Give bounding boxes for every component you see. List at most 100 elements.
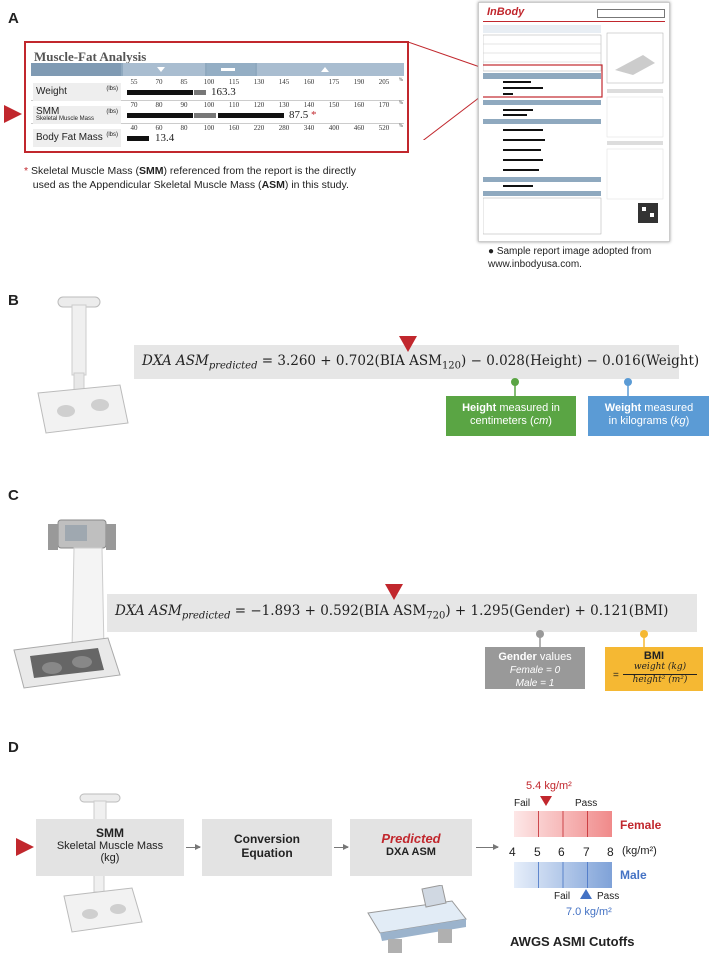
tick: 160: [353, 101, 365, 109]
weight-note-text: measured: [641, 402, 694, 414]
footnote-text-2: ) referenced from the report is the dire…: [163, 165, 357, 177]
eq-c-main: = −1.893 + 0.592(BIA ASM: [230, 603, 427, 619]
report-content-graphic: [483, 25, 664, 235]
eq-b-main: = 3.260 + 0.702(BIA ASM: [257, 353, 442, 369]
tick: 40: [130, 124, 138, 132]
flow-pointer-icon: [16, 838, 34, 856]
female-label: Female: [620, 818, 662, 832]
smm-pointer-icon: [4, 105, 22, 123]
bfm-label-cell: Body Fat Mass (lbs): [33, 129, 121, 147]
tick: 340: [303, 124, 315, 132]
height-unit: cm: [533, 415, 549, 427]
male-cutoff-value: 7.0 kg/m²: [566, 906, 612, 918]
smm-sublabel: Skeletal Muscle Mass: [36, 116, 95, 122]
footnote-text-4: ) in this study.: [284, 179, 349, 191]
cutoff-unit: (kg/m²): [622, 845, 657, 857]
report-rule: [483, 21, 665, 22]
awgs-caption: AWGS ASMI Cutoffs: [510, 934, 635, 949]
panel-d-label: D: [8, 739, 19, 756]
tick: 115: [228, 78, 240, 86]
tick: 190: [353, 78, 365, 86]
tick: 400: [328, 124, 340, 132]
scale-tick: 8: [607, 845, 614, 859]
eq-b-marker-icon: [399, 336, 417, 352]
smm-label-cell: SMM Skeletal Muscle Mass (lbs): [33, 106, 121, 124]
male-cutoff-marker-icon: [580, 889, 592, 899]
male-pass-label: Pass: [597, 891, 620, 902]
bfm-bar: [127, 136, 149, 141]
height-note-text2: centimeters (: [470, 415, 534, 427]
eq-c-lhs-sub: predicted: [181, 610, 231, 622]
flow-conv-1: Conversion: [233, 832, 300, 846]
bmi-numerator: weight (kg): [623, 661, 697, 675]
tick: 130: [278, 101, 290, 109]
eq-c-rest: ) + 1.295(Gender) + 0.121(BMI): [445, 603, 669, 619]
bmi-equals: =: [613, 670, 619, 681]
scale-tick: 7: [583, 845, 590, 859]
flow-arrow-1: [186, 844, 201, 850]
report-caption-line1: Sample report image adopted from: [496, 246, 652, 257]
flow-smm-title: SMM: [96, 826, 124, 840]
weight-note-box: Weight measured in kilograms (kg): [588, 396, 709, 436]
gender-male: Male = 1: [515, 678, 555, 689]
equation-b: DXA ASMpredicted = 3.260 + 0.702(BIA ASM…: [142, 353, 699, 372]
height-note-box: Height measured in centimeters (cm): [446, 396, 576, 436]
flow-arrow-2: [334, 844, 349, 850]
eq-b-asm-sub: 120: [441, 360, 462, 372]
predicted-flow-box: Predicted DXA ASM: [350, 819, 472, 876]
male-fail-label: Fail: [554, 891, 571, 902]
tick: 60: [155, 124, 163, 132]
flow-conv-2: Equation: [241, 846, 293, 860]
eq-c-marker-icon: [385, 584, 403, 600]
tick: 140: [303, 101, 315, 109]
female-cutoff-bar: [514, 811, 612, 837]
tick-unit: %: [398, 101, 404, 106]
scale-tick: 4: [509, 845, 516, 859]
weight-ticks: 55 70 85 100 115 130 145 160 175 190 205…: [127, 78, 407, 87]
smm-unit: (lbs): [106, 109, 118, 115]
eq-b-connectors: [511, 378, 632, 398]
tick: 160: [228, 124, 240, 132]
report-id-box: [597, 9, 665, 18]
tick: 100: [203, 101, 215, 109]
smm-value: 87.5: [289, 109, 309, 121]
tick: 170: [378, 101, 390, 109]
weight-unit: (lbs): [106, 86, 118, 92]
eq-c-asm-sub: 720: [426, 610, 446, 622]
eq-b-lhs: DXA ASM: [142, 353, 209, 369]
eq-c-connectors: [536, 630, 648, 648]
tick: 520: [378, 124, 390, 132]
equation-c-box: DXA ASMpredicted = −1.893 + 0.592(BIA AS…: [107, 594, 697, 632]
female-fail-label: Fail: [514, 798, 531, 809]
tick-unit: %: [398, 78, 404, 83]
zoom-connector-lines: [408, 41, 481, 140]
bfm-label: Body Fat Mass: [36, 132, 103, 143]
report-caption: ● Sample report image adopted from www.i…: [488, 246, 652, 270]
report-caption-line2: www.inbodyusa.com.: [488, 259, 582, 270]
footnote-text-1: Skeletal Muscle Mass (: [31, 165, 139, 177]
scale-tick: 5: [534, 845, 541, 859]
tick: 70: [155, 78, 163, 86]
smm-label: SMM: [36, 106, 60, 117]
scale-tick: 6: [558, 845, 565, 859]
smm-bar-black-2: [218, 113, 284, 118]
weight-label: Weight: [36, 86, 67, 97]
height-note-close: ): [548, 415, 552, 427]
bmi-denominator: height² (m²): [632, 675, 688, 685]
muscle-fat-analysis-box: Muscle-Fat Analysis Weight (lbs) 55 70 8…: [24, 41, 409, 153]
weight-unit: kg: [674, 415, 686, 427]
tick: 205: [378, 78, 390, 86]
tick: 90: [180, 101, 188, 109]
mfa-header-bar: [31, 63, 404, 76]
bmi-title: BMI: [643, 650, 665, 662]
tick: 70: [130, 101, 138, 109]
gender-note-text: values: [536, 651, 572, 663]
eq-b-rest: ) − 0.028(Height) − 0.016(Weight): [461, 353, 700, 369]
smm-value-group: 87.5 *: [289, 109, 317, 121]
weight-note-bold: Weight: [604, 402, 642, 414]
tick: 85: [180, 78, 188, 86]
tick: 220: [253, 124, 265, 132]
bfm-unit: (lbs): [106, 132, 118, 138]
tick: 120: [253, 101, 265, 109]
bfm-value: 13.4: [155, 132, 175, 144]
